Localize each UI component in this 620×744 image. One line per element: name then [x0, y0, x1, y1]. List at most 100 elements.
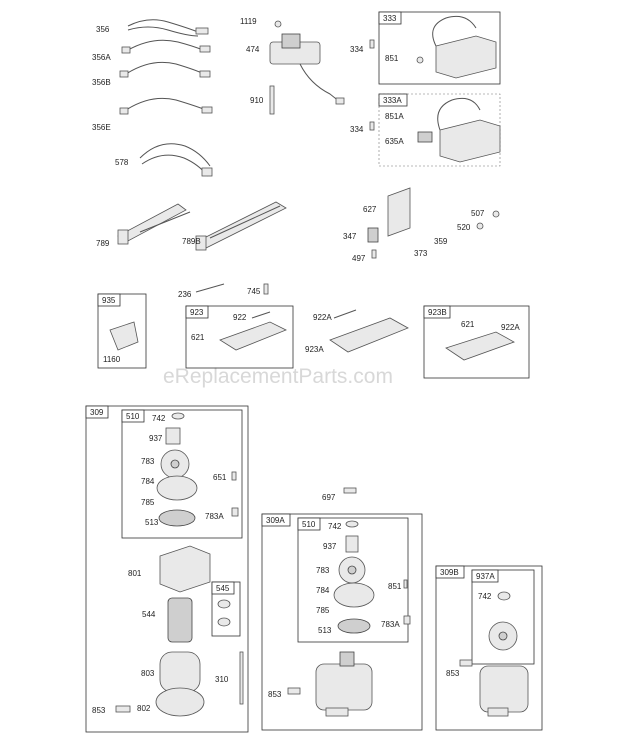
part-923a[interactable]: [329, 309, 409, 353]
label-497: 497: [352, 254, 366, 263]
box-937a[interactable]: [471, 569, 535, 665]
label-742c: 742: [478, 592, 492, 601]
box-309[interactable]: [85, 405, 249, 733]
part-745[interactable]: [263, 283, 269, 295]
armature-544[interactable]: [167, 597, 193, 643]
label-1160: 1160: [103, 355, 121, 364]
gear-783[interactable]: [160, 449, 190, 479]
label-333a: 333A: [383, 96, 402, 105]
bracket-627[interactable]: [387, 187, 411, 237]
label-935: 935: [102, 296, 116, 305]
part-783ab[interactable]: [403, 615, 411, 625]
gear-937a[interactable]: [488, 621, 518, 651]
screw-334b[interactable]: [369, 121, 375, 131]
part-910[interactable]: [269, 85, 275, 115]
box-923b[interactable]: [423, 305, 530, 379]
part-651[interactable]: [231, 471, 237, 481]
box-923[interactable]: [185, 305, 294, 369]
part-853a[interactable]: [115, 705, 131, 713]
part-697[interactable]: [343, 487, 357, 494]
part-236[interactable]: [195, 283, 225, 293]
box-333[interactable]: [378, 11, 501, 85]
wire-356e[interactable]: [119, 97, 213, 115]
wire-789[interactable]: [117, 203, 191, 245]
label-510b: 510: [302, 520, 316, 529]
starter-309a[interactable]: [315, 651, 373, 717]
part-513[interactable]: [158, 509, 196, 527]
box-309a[interactable]: [261, 513, 423, 731]
label-544: 544: [142, 610, 156, 619]
box-333a[interactable]: [378, 93, 501, 167]
wire-356b[interactable]: [119, 61, 211, 78]
part-853b[interactable]: [287, 687, 301, 695]
label-510: 510: [126, 412, 140, 421]
part-783a[interactable]: [231, 507, 239, 517]
label-309a: 309A: [266, 516, 285, 525]
label-742: 742: [152, 414, 166, 423]
label-359: 359: [434, 237, 448, 246]
clutch-784b[interactable]: [333, 582, 375, 608]
box-510b[interactable]: [297, 517, 409, 643]
label-937: 937: [149, 434, 163, 443]
label-578: 578: [115, 158, 129, 167]
label-937a: 937A: [476, 572, 495, 581]
box-935[interactable]: [97, 293, 147, 369]
clutch-784[interactable]: [156, 475, 198, 501]
endcap-802[interactable]: [155, 687, 205, 717]
part-474-assembly[interactable]: [269, 20, 345, 105]
label-333: 333: [383, 14, 397, 23]
part-742b[interactable]: [345, 520, 359, 528]
box-510[interactable]: [121, 409, 243, 539]
wire-578[interactable]: [139, 143, 213, 177]
label-783a: 783A: [205, 512, 224, 521]
label-513b: 513: [318, 626, 332, 635]
label-347: 347: [343, 232, 357, 241]
label-784b: 784: [316, 586, 330, 595]
part-742c[interactable]: [497, 591, 511, 601]
starter-309b[interactable]: [479, 665, 529, 717]
label-373: 373: [414, 249, 428, 258]
label-334a: 334: [350, 45, 364, 54]
gear-783b[interactable]: [338, 556, 366, 584]
label-853c: 853: [446, 669, 460, 678]
wire-356[interactable]: [127, 19, 209, 37]
part-801[interactable]: [159, 545, 211, 593]
label-785b: 785: [316, 606, 330, 615]
label-851b: 851: [388, 582, 402, 591]
label-922a2: 922A: [501, 323, 520, 332]
part-347[interactable]: [367, 227, 379, 243]
part-937b[interactable]: [345, 535, 359, 553]
label-923b: 923B: [428, 308, 447, 317]
label-783ab: 783A: [381, 620, 400, 629]
label-853b: 853: [268, 690, 282, 699]
label-910: 910: [250, 96, 264, 105]
part-507[interactable]: [492, 210, 500, 218]
bolt-310[interactable]: [239, 651, 244, 705]
part-853c[interactable]: [459, 659, 473, 667]
label-922a: 922A: [313, 313, 332, 322]
label-356a: 356A: [92, 53, 111, 62]
label-923a: 923A: [305, 345, 324, 354]
wire-356a[interactable]: [121, 39, 211, 54]
wire-789b[interactable]: [195, 201, 287, 251]
label-635a: 635A: [385, 137, 404, 146]
part-937[interactable]: [165, 427, 181, 445]
label-356: 356: [96, 25, 110, 34]
label-783: 783: [141, 457, 155, 466]
label-742b: 742: [328, 522, 342, 531]
label-923: 923: [190, 308, 204, 317]
screw-497[interactable]: [371, 249, 377, 259]
label-356b: 356B: [92, 78, 111, 87]
housing-803[interactable]: [159, 651, 201, 693]
screw-334a[interactable]: [369, 39, 375, 49]
label-310: 310: [215, 675, 229, 684]
label-334b: 334: [350, 125, 364, 134]
box-309b[interactable]: [435, 565, 543, 731]
part-851b[interactable]: [403, 579, 408, 589]
part-513b[interactable]: [337, 618, 371, 634]
label-627: 627: [363, 205, 377, 214]
part-742[interactable]: [171, 412, 185, 420]
box-545[interactable]: [211, 581, 241, 637]
part-520[interactable]: [476, 222, 484, 230]
